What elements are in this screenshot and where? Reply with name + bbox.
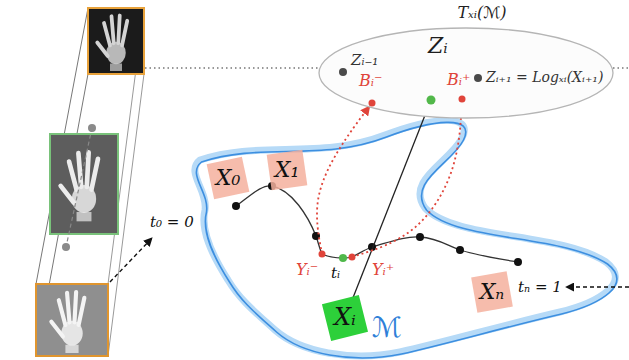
sample-marker: X₀	[210, 160, 246, 196]
point-dot	[349, 254, 356, 261]
math-label: Yᵢ⁺	[372, 261, 394, 279]
manifold-outline	[196, 122, 617, 358]
geodesic-curve	[236, 186, 518, 262]
parameter-label: tₙ = 1	[518, 279, 562, 296]
math-label: Bᵢ⁺	[446, 71, 471, 89]
point-dot	[459, 96, 466, 103]
sample-dot	[416, 233, 424, 241]
stack-dot	[62, 243, 70, 251]
marker-square	[207, 157, 250, 200]
marker-square	[267, 150, 308, 191]
stack-dot	[88, 124, 96, 132]
neighbour-point: Yᵢ⁻	[296, 254, 322, 279]
tangent-line	[352, 100, 431, 299]
sample-dot	[514, 258, 522, 266]
math-label: Bᵢ⁻	[358, 72, 383, 90]
sample-marker: Xₙ	[474, 274, 510, 310]
point-dot	[319, 251, 326, 258]
boundary-point: Bᵢ⁻	[358, 72, 383, 103]
boundary-point: Bᵢ⁺	[446, 71, 471, 99]
tangent-point: Zᵢ₋₁	[343, 52, 379, 72]
neighbour-point: Yᵢ⁺	[352, 257, 394, 279]
xray-image	[88, 8, 144, 74]
math-label: Zᵢ₋₁	[350, 52, 379, 69]
math-label: Xᵢ	[334, 304, 356, 332]
manifold-outline	[195, 120, 616, 356]
point-dot	[339, 68, 347, 76]
stack-link	[66, 128, 92, 247]
projection-arrow	[317, 106, 370, 254]
tangent-point: Zᵢ	[427, 33, 449, 100]
hand-xray	[51, 292, 84, 353]
pointer-arrow	[110, 238, 152, 282]
sample-marker: X₁	[269, 152, 305, 188]
xray-image	[50, 134, 118, 234]
math-label: X₁	[275, 157, 299, 182]
parameter-label: t₀ = 0	[150, 214, 194, 231]
math-label: Yᵢ⁻	[296, 261, 318, 279]
tangent-space: Zᵢ₋₁ZᵢBᵢ⁻Bᵢ⁺Zᵢ₊₁ = Logₓᵢ(Xᵢ₊₁)Tₓᵢ(ℳ)	[318, 27, 614, 119]
marker-square	[471, 271, 513, 313]
math-label: X₀	[216, 165, 240, 190]
math-label: Zᵢ₊₁ = Logₓᵢ(Xᵢ₊₁)	[485, 69, 604, 85]
manifold-label: ℳ	[372, 312, 402, 344]
point-dot	[474, 74, 482, 82]
point-dot	[369, 100, 376, 107]
current-sample: Xᵢ	[326, 299, 364, 337]
math-label: Zᵢ	[427, 33, 449, 58]
xray-image	[36, 284, 108, 356]
tangent-point: Zᵢ₊₁ = Logₓᵢ(Xᵢ₊₁)	[478, 69, 604, 85]
hand-xray	[97, 16, 127, 72]
space-heading: Tₓᵢ(ℳ)	[457, 4, 506, 22]
point-dot	[427, 96, 436, 105]
sample-dot	[456, 246, 464, 254]
marker-square	[322, 295, 368, 341]
time-dot	[339, 254, 347, 262]
pointer-arrow	[566, 286, 629, 287]
tangent-ellipse	[319, 28, 613, 118]
math-label: Xₙ	[480, 279, 505, 304]
projection-arrow	[352, 103, 462, 257]
sample-dot	[232, 202, 240, 210]
hand-xray	[61, 152, 98, 221]
parameter-label: tᵢ	[331, 265, 340, 282]
